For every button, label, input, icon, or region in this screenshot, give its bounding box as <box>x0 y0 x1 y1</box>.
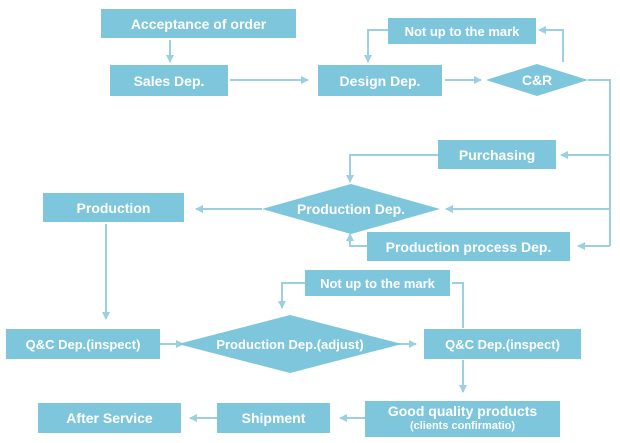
node-production: Production <box>43 193 184 222</box>
node-acceptance-of-order: Acceptance of order <box>101 9 296 38</box>
good-quality-line2: (clients confirmatio) <box>409 420 516 432</box>
arrow-process-to-production-dep <box>346 233 367 247</box>
label-production-dep: Production Dep. <box>296 201 406 217</box>
node-design-dep: Design Dep. <box>318 65 442 96</box>
arrow-qc-right-to-notup-mid <box>452 282 464 328</box>
production-adjust-diamond <box>178 315 402 373</box>
good-quality-line1: Good quality products <box>387 403 538 419</box>
node-shipment: Shipment <box>217 403 330 433</box>
cr-diamond <box>486 64 588 96</box>
production-dep-diamond <box>262 184 440 234</box>
node-good-quality-products: Good quality products (clients confirmat… <box>365 401 560 437</box>
label-production-dep-adjust: Production Dep.(adjust) <box>216 336 364 352</box>
node-sales-dep: Sales Dep. <box>110 65 228 96</box>
node-not-up-to-mark-middle: Not up to the mark <box>305 270 450 296</box>
cr-bus-line <box>588 79 611 246</box>
arrow-notup-mid-to-adjust <box>278 282 305 309</box>
arrow-purchasing-to-production-dep <box>346 154 438 183</box>
arrow-notup-top-to-design <box>364 29 388 63</box>
node-purchasing: Purchasing <box>438 140 556 169</box>
label-cr: C&R <box>521 72 553 88</box>
node-production-process-dep: Production process Dep. <box>367 232 570 261</box>
arrow-cr-to-notup-top <box>538 26 564 62</box>
node-qc-inspect-left: Q&C Dep.(inspect) <box>6 329 160 359</box>
node-qc-inspect-right: Q&C Dep.(inspect) <box>424 329 581 359</box>
node-not-up-to-mark-top: Not up to the mark <box>388 18 536 44</box>
node-after-service: After Service <box>38 403 181 433</box>
